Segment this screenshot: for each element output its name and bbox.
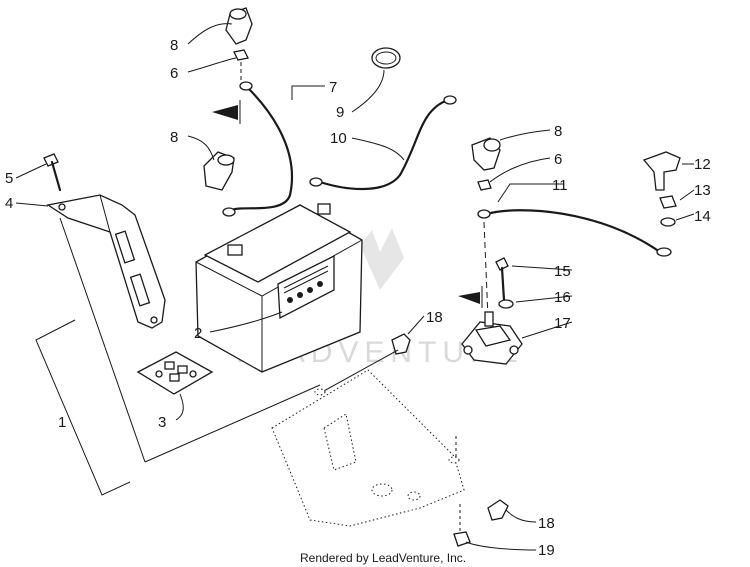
- battery[interactable]: [195, 203, 363, 373]
- direction-arrow-right: [458, 286, 483, 308]
- callout-19: 19: [538, 542, 555, 559]
- callout-17: 17: [554, 315, 571, 332]
- callout-8: 8: [170, 37, 178, 54]
- leader-lines: [15, 23, 695, 551]
- clip-18-top[interactable]: [321, 333, 411, 393]
- terminal-cover-12[interactable]: [642, 151, 681, 191]
- callout-4: 4: [5, 195, 13, 212]
- callout-8: 8: [554, 123, 562, 140]
- nut-19[interactable]: [453, 531, 471, 547]
- callout-6: 6: [170, 65, 178, 82]
- bolt-15[interactable]: [495, 257, 509, 302]
- bracket-outline-1: [35, 217, 321, 496]
- callout-1: 1: [58, 414, 66, 431]
- battery-bracket[interactable]: [46, 194, 166, 329]
- clip-9[interactable]: [371, 47, 401, 69]
- cable-7[interactable]: [222, 81, 293, 217]
- clip-18-bottom[interactable]: [487, 499, 509, 521]
- lock-washer-14[interactable]: [660, 217, 676, 227]
- callout-15: 15: [554, 263, 571, 280]
- solenoid-17[interactable]: [461, 311, 523, 365]
- callout-7: 7: [329, 79, 337, 96]
- nut-13[interactable]: [659, 195, 677, 209]
- terminal-boot-8-right[interactable]: [471, 137, 501, 171]
- callouts: 8 6 7 9 8 10 8 6 11 12 13 14 5 4 15 16 1…: [5, 37, 711, 559]
- positive-terminal: [317, 203, 331, 215]
- callout-12: 12: [694, 156, 711, 173]
- cable-11[interactable]: [477, 209, 672, 257]
- callout-14: 14: [694, 208, 711, 225]
- callout-16: 16: [554, 289, 571, 306]
- callout-6: 6: [554, 151, 562, 168]
- callout-8: 8: [170, 129, 178, 146]
- negative-terminal: [227, 244, 243, 256]
- callout-5: 5: [5, 170, 13, 187]
- callout-11: 11: [552, 177, 568, 194]
- battery-tray[interactable]: [271, 369, 465, 527]
- footer-credit: Rendered by LeadVenture, Inc.: [300, 551, 466, 565]
- nut-6-top[interactable]: [233, 49, 249, 61]
- callout-13: 13: [694, 182, 711, 199]
- callout-18: 18: [538, 515, 555, 532]
- terminal-boot-8-top[interactable]: [225, 7, 253, 45]
- washer-16[interactable]: [498, 299, 514, 309]
- callout-10: 10: [330, 130, 347, 147]
- nut-6-right[interactable]: [477, 179, 492, 191]
- cable-10[interactable]: [309, 95, 457, 191]
- callout-3: 3: [158, 414, 166, 431]
- terminal-boot-8-mid[interactable]: [203, 151, 235, 191]
- battery-label: [277, 254, 335, 320]
- callout-18: 18: [426, 309, 443, 326]
- hold-down-plate[interactable]: [136, 351, 214, 395]
- bolt-5[interactable]: [43, 153, 62, 192]
- direction-arrow-left: [212, 100, 241, 124]
- callout-2: 2: [194, 325, 202, 342]
- callout-9: 9: [336, 104, 344, 121]
